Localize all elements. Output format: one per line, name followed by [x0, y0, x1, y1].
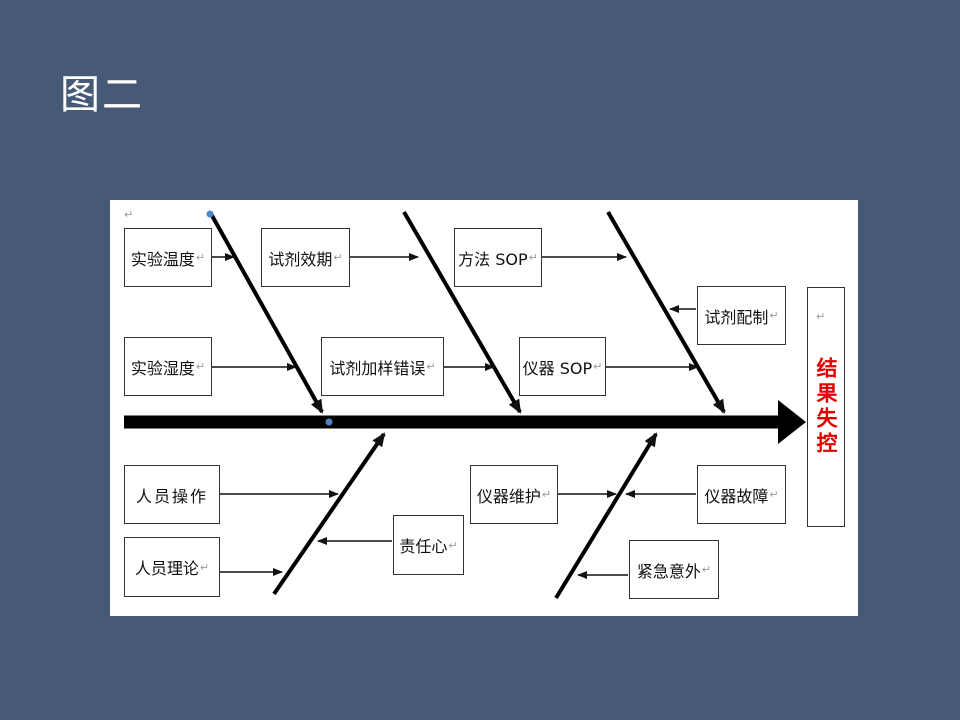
- handle-dot: [325, 418, 333, 426]
- cause-label: 试剂配制: [704, 307, 769, 327]
- cause-box-dosing-error: 试剂加样错误↵: [321, 337, 444, 396]
- cause-box-humidity: 实验湿度↵: [124, 337, 212, 396]
- fishbone-diagram: ↵ 实验温度↵ 试剂效期↵ 方法 SOP↵ 试剂配制↵ 实验湿度↵ 试剂加样错误…: [110, 200, 858, 616]
- bone-upper-3: [606, 210, 726, 414]
- cause-box-instrument-failure: 仪器故障↵: [697, 465, 786, 524]
- paragraph-mark: ↵: [816, 310, 826, 323]
- cause-label: 仪器维护: [476, 486, 541, 506]
- cause-label: 试剂加样错误: [329, 358, 426, 378]
- paragraph-mark: ↵: [528, 251, 538, 264]
- effect-label: 结果失控: [814, 357, 838, 457]
- paragraph-mark: ↵: [426, 360, 436, 373]
- bone-upper-1: [208, 211, 324, 414]
- cause-label: 人员理论: [134, 559, 199, 578]
- paragraph-mark: ↵: [124, 208, 134, 221]
- cause-label: 实验温度: [130, 249, 195, 269]
- cause-box-method-sop: 方法 SOP↵: [454, 228, 542, 287]
- paragraph-mark: ↵: [195, 360, 206, 373]
- paragraph-mark: ↵: [333, 251, 343, 264]
- paragraph-mark: ↵: [769, 488, 779, 501]
- cause-label: 紧急意外: [636, 561, 701, 581]
- cause-box-instrument-maintenance: 仪器维护↵: [470, 465, 558, 524]
- cause-label: 方法 SOP: [458, 249, 528, 269]
- fishbone-lines: [124, 210, 806, 600]
- cause-label: 实验湿度: [130, 358, 195, 378]
- effect-box: ↵ 结果失控: [807, 287, 845, 527]
- cause-label: 人员操作: [135, 486, 208, 506]
- cause-label: 仪器故障: [704, 486, 769, 506]
- paragraph-mark: ↵: [195, 251, 206, 264]
- cause-box-responsibility: 责任心↵: [393, 515, 464, 575]
- cause-label: 试剂效期: [268, 249, 333, 269]
- handle-dot: [206, 210, 214, 218]
- paragraph-mark: ↵: [769, 309, 779, 322]
- paragraph-mark: ↵: [593, 360, 603, 373]
- spine-arrowhead: [778, 400, 806, 444]
- paragraph-mark: ↵: [199, 560, 210, 574]
- paragraph-mark: ↵: [701, 563, 712, 576]
- cause-box-temperature: 实验温度↵: [124, 228, 212, 287]
- paragraph-mark: ↵: [448, 538, 458, 552]
- bone-lower-2: [554, 432, 658, 600]
- cause-box-staff-theory: 人员理论↵: [124, 537, 220, 597]
- bone-upper-2: [402, 210, 522, 414]
- cause-label: 仪器 SOP: [522, 358, 593, 378]
- cause-label: 责任心: [399, 537, 448, 556]
- cause-box-instrument-sop: 仪器 SOP↵: [519, 337, 606, 396]
- bone-lower-1: [272, 432, 386, 596]
- cause-box-reagent-expiry: 试剂效期↵: [261, 228, 350, 287]
- cause-box-emergency: 紧急意外↵: [629, 540, 719, 599]
- slide-title: 图二: [60, 72, 144, 118]
- cause-box-reagent-preparation: 试剂配制↵: [697, 286, 786, 345]
- paragraph-mark: ↵: [541, 488, 552, 501]
- cause-box-staff-operation: 人员操作: [124, 465, 220, 524]
